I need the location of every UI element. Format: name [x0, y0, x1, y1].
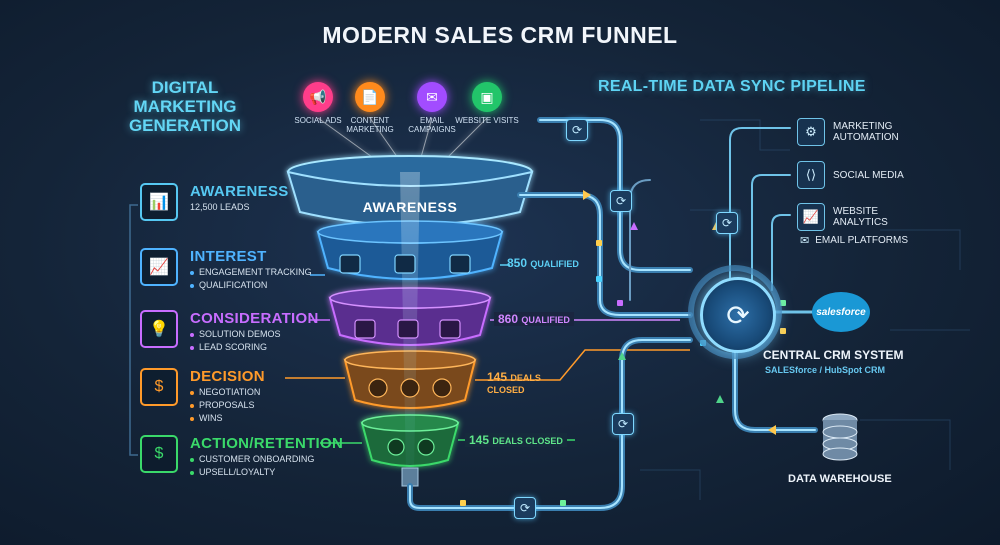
- salesforce-logo-icon: salesforce: [812, 292, 870, 332]
- bar-chart-icon: 📊: [140, 183, 178, 221]
- data-warehouse-label: DATA WAREHOUSE: [788, 473, 892, 485]
- destination-label: SOCIAL MEDIA: [833, 169, 904, 181]
- sync-icon: ⟳: [612, 413, 634, 435]
- source-social-ads: 📢 SOCIAL ADS: [282, 82, 354, 125]
- line-chart-icon: 📈: [140, 248, 178, 286]
- funnel-top-label: AWARENESS: [362, 199, 458, 215]
- source-label: EMAIL CAMPAIGNS: [408, 116, 456, 134]
- crm-title: CENTRAL CRM SYSTEM: [763, 348, 904, 362]
- email-icon: ✉: [800, 235, 810, 247]
- stage-detail: LEAD SCORING: [199, 342, 268, 352]
- source-label: CONTENT MARKETING: [346, 116, 394, 134]
- stage-detail: PROPOSALS: [199, 400, 255, 410]
- analytics-icon: 📈: [797, 203, 825, 231]
- source-website-visits: ▣ WEBSITE VISITS: [451, 82, 523, 125]
- stage-detail: QUALIFICATION: [199, 280, 268, 290]
- destination-label: MARKETING AUTOMATION: [833, 121, 899, 143]
- stage-interest: 📈 INTEREST ENGAGEMENT TRACKING QUALIFICA…: [140, 248, 312, 291]
- stage-name: DECISION: [190, 368, 265, 385]
- destination-label: WEBSITE ANALYTICS: [833, 206, 888, 228]
- sync-icon: ⟳: [514, 497, 536, 519]
- destination-marketing-automation: ⚙ MARKETING AUTOMATION: [797, 118, 903, 146]
- metric-value: 145: [469, 433, 490, 447]
- metric-unit: QUALIFIED: [530, 259, 579, 269]
- metric-consideration: 860 QUALIFIED: [494, 312, 574, 326]
- stage-detail: WINS: [199, 413, 223, 423]
- destination-website-analytics: 📈 WEBSITE ANALYTICS: [797, 203, 903, 231]
- metric-interest: 850 QUALIFIED: [507, 256, 579, 270]
- source-label: SOCIAL ADS: [294, 116, 342, 125]
- metric-value: 145: [487, 370, 508, 384]
- stage-decision: $ DECISION NEGOTIATION PROPOSALS WINS: [140, 368, 265, 424]
- stage-name: ACTION/RETENTION: [190, 435, 344, 452]
- stage-detail: SOLUTION DEMOS: [199, 329, 281, 339]
- stage-detail: NEGOTIATION: [199, 387, 261, 397]
- source-content-marketing: 📄 CONTENT MARKETING: [334, 82, 406, 134]
- metric-value: 850: [507, 256, 528, 270]
- stage-consideration: 💡 CONSIDERATION SOLUTION DEMOS LEAD SCOR…: [140, 310, 319, 353]
- gear-icon: ⚙: [797, 118, 825, 146]
- destination-email-platforms: ✉ EMAIL PLATFORMS: [800, 234, 908, 247]
- browser-icon: ▣: [472, 82, 502, 112]
- source-label: WEBSITE VISITS: [455, 116, 519, 125]
- stage-detail: UPSELL/LOYALTY: [199, 467, 276, 477]
- share-icon: ⟨⟩: [797, 161, 825, 189]
- source-email-campaigns: ✉ EMAIL CAMPAIGNS: [396, 82, 468, 134]
- dollar-cycle-icon: $: [140, 435, 178, 473]
- metric-unit: DEALS CLOSED: [487, 373, 541, 395]
- destination-social-media: ⟨⟩ SOCIAL MEDIA: [797, 161, 904, 189]
- stage-name: AWARENESS: [190, 183, 289, 200]
- metric-unit: QUALIFIED: [521, 315, 570, 325]
- metric-value: 860: [498, 312, 519, 326]
- stage-name: INTEREST: [190, 248, 267, 265]
- stage-detail: CUSTOMER ONBOARDING: [199, 454, 315, 464]
- crm-hub-sync-icon: ⟳: [700, 277, 776, 353]
- metric-action: 145 DEALS CLOSED: [465, 433, 567, 447]
- stage-awareness: 📊 AWARENESS 12,500 LEADS: [140, 183, 289, 221]
- stage-action-retention: $ ACTION/RETENTION CUSTOMER ONBOARDING U…: [140, 435, 343, 478]
- lightbulb-icon: 💡: [140, 310, 178, 348]
- sync-icon: ⟳: [716, 212, 738, 234]
- stage-detail: 12,500 LEADS: [190, 202, 250, 212]
- destination-label: EMAIL PLATFORMS: [815, 235, 909, 246]
- money-hand-icon: $: [140, 368, 178, 406]
- metric-unit: DEALS CLOSED: [492, 436, 563, 446]
- page-title: MODERN SALES CRM FUNNEL: [322, 22, 678, 48]
- sync-icon: ⟳: [610, 190, 632, 212]
- envelope-icon: ✉: [417, 82, 447, 112]
- document-icon: 📄: [355, 82, 385, 112]
- megaphone-icon: 📢: [303, 82, 333, 112]
- right-section-title: REAL-TIME DATA SYNC PIPELINE: [598, 78, 866, 95]
- stage-name: CONSIDERATION: [190, 310, 319, 327]
- sync-icon: ⟳: [566, 119, 588, 141]
- left-section-title: DIGITAL MARKETING GENERATION: [128, 78, 242, 135]
- metric-decision: 145 DEALS CLOSED: [487, 370, 547, 396]
- crm-subtitle: SALESforce / HubSpot CRM: [765, 365, 886, 375]
- stage-detail: ENGAGEMENT TRACKING: [199, 267, 312, 277]
